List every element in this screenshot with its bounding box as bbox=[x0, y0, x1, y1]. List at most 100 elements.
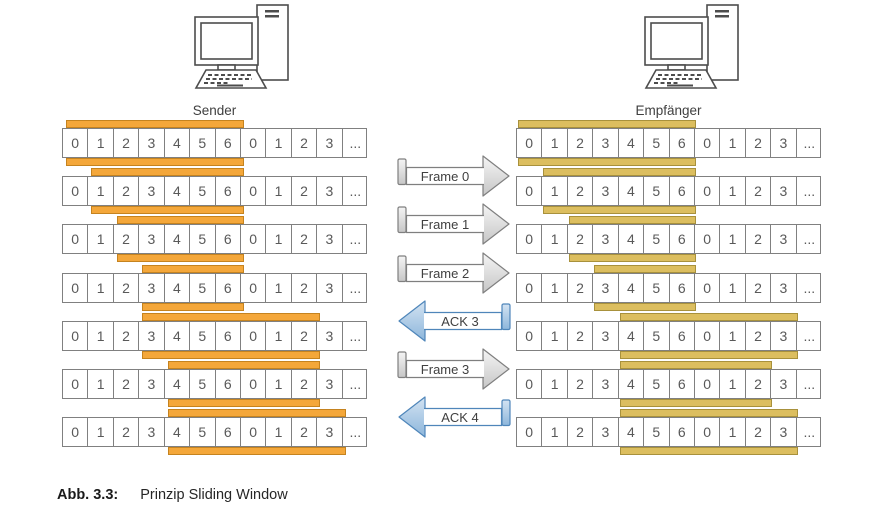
arrowhead-right bbox=[482, 155, 510, 197]
receiver-label: Empfänger bbox=[635, 103, 702, 118]
frame-arrow-shape: Frame 0 bbox=[397, 155, 510, 197]
sequence-cell: 2 bbox=[746, 225, 772, 254]
sequence-cell: 1 bbox=[88, 129, 114, 157]
frame-arrow-shape: Frame 1 bbox=[397, 203, 510, 245]
sequence-cell: ... bbox=[803, 183, 816, 200]
sequence-cell: 0 bbox=[241, 225, 267, 254]
sequence-cell: 4 bbox=[165, 370, 191, 398]
sequence-cell: 3 bbox=[139, 225, 165, 254]
ack-arrow: ACK 3 bbox=[397, 299, 511, 343]
sequence-cell: 3 bbox=[317, 129, 343, 157]
sequence-cell: 6 bbox=[216, 418, 241, 447]
sequence-cell: 2 bbox=[746, 273, 772, 302]
sequence-cell: 3 bbox=[317, 370, 343, 398]
receiver-window-bar-bottom bbox=[619, 350, 798, 359]
sequence-cell: 1 bbox=[266, 370, 292, 398]
sender-window-bar-bottom bbox=[116, 254, 244, 263]
sequence-cell: 1 bbox=[88, 273, 114, 302]
sequence-cell: 1 bbox=[88, 370, 114, 398]
sequence-cell: 0 bbox=[241, 370, 267, 398]
sequence-cell: 3 bbox=[317, 177, 343, 206]
sequence-cell: 3 bbox=[139, 418, 165, 447]
receiver-window-bar-top bbox=[568, 216, 696, 225]
sequence-cell: 2 bbox=[568, 177, 594, 206]
pc-vent bbox=[715, 10, 729, 13]
sender-window-bar-top bbox=[116, 216, 244, 225]
caption-text: Prinzip Sliding Window bbox=[140, 487, 288, 503]
sequence-cell: 1 bbox=[266, 129, 292, 157]
sequence-cell: 4 bbox=[619, 177, 645, 206]
sequence-cell: 2 bbox=[114, 225, 140, 254]
arrow-label: Frame 1 bbox=[421, 217, 469, 232]
sender-window-bar-bottom bbox=[142, 350, 321, 359]
arrow-label: Frame 2 bbox=[421, 266, 469, 281]
sequence-cell: 0 bbox=[63, 370, 89, 398]
ack-arrow-shape: ACK 3 bbox=[398, 300, 511, 342]
sequence-cell: 4 bbox=[619, 370, 645, 398]
sequence-cell: 3 bbox=[317, 418, 343, 447]
sequence-cell: 2 bbox=[114, 273, 140, 302]
sequence-cell: ... bbox=[803, 279, 816, 296]
sequence-cell: 2 bbox=[568, 273, 594, 302]
sequence-cell: 0 bbox=[517, 129, 543, 157]
frame-arrow: Frame 3 bbox=[397, 347, 511, 391]
sequence-cell: 5 bbox=[644, 177, 670, 206]
sequence-cell: ... bbox=[349, 135, 362, 151]
sequence-cell: 2 bbox=[568, 129, 594, 157]
arrowhead-right bbox=[482, 251, 510, 294]
sequence-cell: 6 bbox=[216, 177, 241, 206]
sequence-cell: 3 bbox=[139, 273, 165, 302]
sequence-cell: 3 bbox=[593, 418, 619, 447]
sequence-cell: ... bbox=[803, 231, 816, 248]
sequence-cell: ... bbox=[349, 376, 362, 392]
sequence-cell: 3 bbox=[139, 321, 165, 350]
sequence-cell: 4 bbox=[165, 321, 191, 350]
sequence-cell: 4 bbox=[165, 129, 191, 157]
arrow-tail-tab bbox=[397, 351, 407, 379]
sequence-cell: 4 bbox=[619, 321, 645, 350]
sequence-cell: 0 bbox=[695, 225, 721, 254]
sequence-cell: 3 bbox=[771, 321, 797, 350]
sequence-cell: 2 bbox=[292, 370, 318, 398]
sequence-cell: 1 bbox=[720, 370, 746, 398]
sequence-cell: 2 bbox=[292, 418, 318, 447]
receiver-window-bar-bottom bbox=[568, 254, 696, 263]
pc-vent bbox=[265, 15, 279, 18]
sequence-cell: 1 bbox=[542, 177, 568, 206]
sequence-cell: 0 bbox=[695, 418, 721, 447]
sequence-cell: 0 bbox=[63, 321, 89, 350]
sequence-cell: 0 bbox=[695, 273, 721, 302]
frame-arrow-shape: Frame 2 bbox=[397, 251, 510, 294]
sequence-cell: 3 bbox=[593, 177, 619, 206]
sequence-cell: 4 bbox=[165, 418, 191, 447]
sequence-cell: ... bbox=[349, 183, 362, 200]
sequence-cell: 2 bbox=[746, 418, 772, 447]
sequence-cell: 1 bbox=[88, 177, 114, 206]
arrow-label: Frame 0 bbox=[421, 169, 469, 184]
sequence-cell: 6 bbox=[670, 225, 695, 254]
sequence-cell: 4 bbox=[619, 225, 645, 254]
receiver-window-bar-top bbox=[619, 409, 798, 418]
sequence-cell: ... bbox=[349, 231, 362, 248]
sequence-cell: 1 bbox=[720, 418, 746, 447]
sequence-cell: 3 bbox=[593, 273, 619, 302]
sequence-cell: 6 bbox=[216, 225, 241, 254]
frame-arrow: Frame 1 bbox=[397, 202, 511, 246]
sequence-cell: 0 bbox=[517, 225, 543, 254]
receiver-window-bar-top bbox=[594, 264, 696, 273]
sequence-cell: 1 bbox=[720, 177, 746, 206]
sequence-cell: 1 bbox=[88, 225, 114, 254]
sequence-cell: 3 bbox=[593, 321, 619, 350]
sequence-cell: 1 bbox=[266, 177, 292, 206]
sequence-cell: 1 bbox=[88, 418, 114, 447]
sequence-cell: 1 bbox=[266, 418, 292, 447]
sequence-cell: 0 bbox=[517, 273, 543, 302]
sequence-cell: 2 bbox=[568, 418, 594, 447]
sequence-cell: 2 bbox=[292, 321, 318, 350]
sequence-cell: 1 bbox=[542, 321, 568, 350]
sequence-cell: ... bbox=[349, 279, 362, 296]
